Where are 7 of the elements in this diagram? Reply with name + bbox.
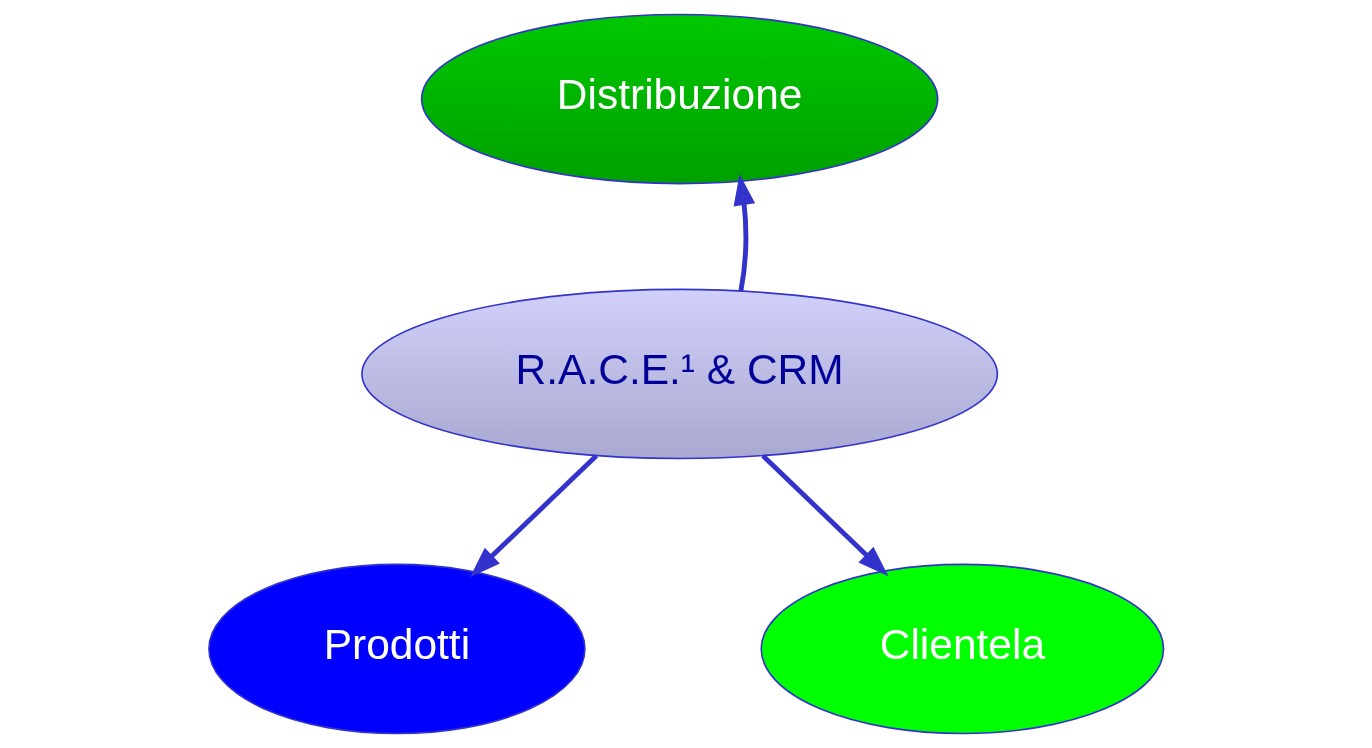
node-ellipse: Distribuzione (420, 13, 939, 185)
arrow (761, 453, 889, 577)
arrow (469, 453, 599, 578)
node-ellipse: R.A.C.E.¹ & CRM (361, 288, 999, 460)
node-ellipse: Clientela (760, 563, 1165, 735)
arrow (733, 174, 756, 292)
node-ellipse: Prodotti (208, 563, 586, 735)
